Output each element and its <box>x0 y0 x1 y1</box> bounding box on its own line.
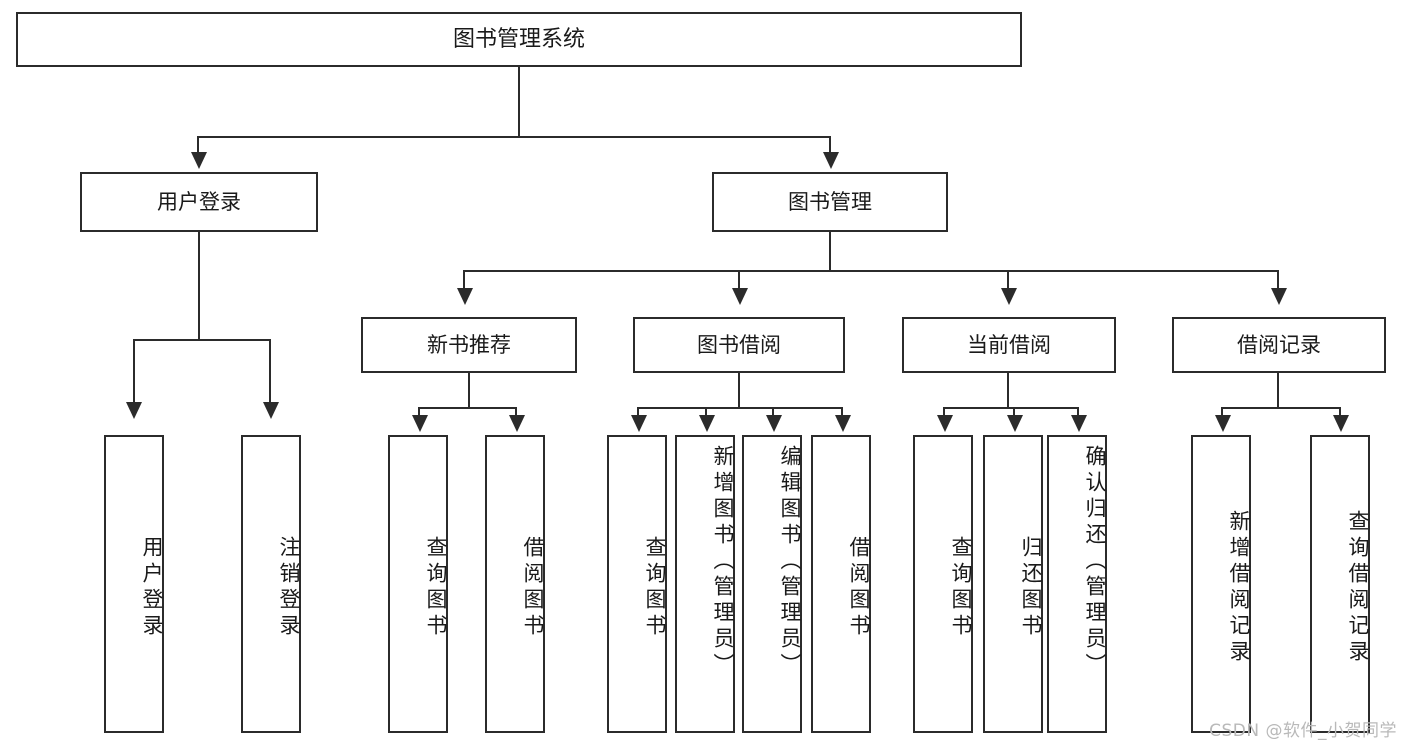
node-label: 用户登录 <box>140 536 164 640</box>
node-label: 查询图书 <box>643 536 667 640</box>
arrow-to-borrow-record <box>1271 288 1287 305</box>
node-label: 借阅记录 <box>1237 332 1321 357</box>
node-label: 用户登录 <box>157 189 241 214</box>
leaf-return-book: 归还图书 <box>983 435 1043 733</box>
node-label: 新增图书（管理员） <box>711 445 735 679</box>
node-user-login: 用户登录 <box>80 172 318 232</box>
leaf-borrow-book-2: 借阅图书 <box>811 435 871 733</box>
connector-root-drop-left <box>197 136 199 154</box>
connector-cb-drop-3 <box>1077 407 1079 417</box>
connector-br-drop-2 <box>1339 407 1341 417</box>
node-label: 当前借阅 <box>967 332 1051 357</box>
leaf-confirm-return: 确认归还（管理员） <box>1047 435 1107 733</box>
node-book-management: 图书管理 <box>712 172 948 232</box>
connector-root-bus <box>197 136 831 138</box>
node-root-system: 图书管理系统 <box>16 12 1022 67</box>
connector-bm-drop-2 <box>738 270 740 290</box>
arrow-to-new-book-recommend <box>457 288 473 305</box>
arrow-to-leaf-confirm-return <box>1071 415 1087 432</box>
connector-root-stem <box>518 67 520 137</box>
leaf-edit-book: 编辑图书（管理员） <box>742 435 802 733</box>
node-label: 新增借阅记录 <box>1227 510 1251 666</box>
connector-br-bus <box>1221 407 1341 409</box>
leaf-add-record: 新增借阅记录 <box>1191 435 1251 733</box>
arrow-to-leaf-query-book-3 <box>937 415 953 432</box>
leaf-borrow-book-1: 借阅图书 <box>485 435 545 733</box>
connector-cb-drop-2 <box>1013 407 1015 417</box>
connector-user-login-drop-1 <box>133 339 135 404</box>
node-label: 注销登录 <box>277 536 301 640</box>
connector-nbr-stem <box>468 373 470 408</box>
node-label: 图书借阅 <box>697 332 781 357</box>
connector-nbr-drop-1 <box>418 407 420 417</box>
connector-bb-drop-2 <box>705 407 707 417</box>
connector-bm-drop-4 <box>1277 270 1279 290</box>
node-label: 归还图书 <box>1019 536 1043 640</box>
node-label: 新书推荐 <box>427 332 511 357</box>
node-label: 查询图书 <box>949 536 973 640</box>
connector-nbr-bus <box>418 407 517 409</box>
connector-nbr-drop-2 <box>515 407 517 417</box>
arrow-to-leaf-edit-book <box>766 415 782 432</box>
arrow-to-leaf-query-book-1 <box>412 415 428 432</box>
arrow-to-leaf-add-book <box>699 415 715 432</box>
node-new-book-recommend: 新书推荐 <box>361 317 577 373</box>
connector-bb-stem <box>738 373 740 408</box>
csdn-watermark: CSDN @软件_小贺同学 <box>1209 721 1397 741</box>
connector-user-login-bus <box>133 339 270 341</box>
connector-bb-bus <box>637 407 843 409</box>
node-label: 图书管理系统 <box>452 26 585 52</box>
arrow-to-leaf-add-record <box>1215 415 1231 432</box>
arrow-to-leaf-user-login <box>126 402 142 419</box>
leaf-query-book-2: 查询图书 <box>607 435 667 733</box>
connector-bm-drop-1 <box>463 270 465 290</box>
connector-bb-drop-1 <box>637 407 639 417</box>
arrow-to-leaf-query-record <box>1333 415 1349 432</box>
connector-root-drop-right <box>829 136 831 154</box>
leaf-add-book: 新增图书（管理员） <box>675 435 735 733</box>
leaf-user-login: 用户登录 <box>104 435 164 733</box>
connector-bb-drop-3 <box>772 407 774 417</box>
arrow-to-leaf-query-book-2 <box>631 415 647 432</box>
leaf-logout-login: 注销登录 <box>241 435 301 733</box>
connector-bb-drop-4 <box>841 407 843 417</box>
node-label: 确认归还（管理员） <box>1083 445 1107 679</box>
arrow-to-leaf-logout-login <box>263 402 279 419</box>
connector-cb-drop-1 <box>943 407 945 417</box>
node-label: 查询借阅记录 <box>1346 510 1370 666</box>
node-label: 编辑图书（管理员） <box>778 445 802 679</box>
arrow-to-leaf-return-book <box>1007 415 1023 432</box>
connector-user-login-stem <box>198 232 200 340</box>
arrow-to-user-login <box>191 152 207 169</box>
node-current-borrow: 当前借阅 <box>902 317 1116 373</box>
arrow-to-book-borrow <box>732 288 748 305</box>
connector-book-management-stem <box>829 232 831 271</box>
leaf-query-book-1: 查询图书 <box>388 435 448 733</box>
arrow-to-current-borrow <box>1001 288 1017 305</box>
node-label: 图书管理 <box>788 189 872 214</box>
connector-br-stem <box>1277 373 1279 408</box>
node-label: 查询图书 <box>424 536 448 640</box>
node-book-borrow: 图书借阅 <box>633 317 845 373</box>
connector-cb-bus <box>943 407 1077 409</box>
connector-book-management-bus <box>463 270 1279 272</box>
arrow-to-leaf-borrow-book-1 <box>509 415 525 432</box>
connector-cb-stem <box>1007 373 1009 408</box>
arrow-to-book-management <box>823 152 839 169</box>
node-borrow-record: 借阅记录 <box>1172 317 1386 373</box>
node-label: 借阅图书 <box>847 536 871 640</box>
arrow-to-leaf-borrow-book-2 <box>835 415 851 432</box>
leaf-query-record: 查询借阅记录 <box>1310 435 1370 733</box>
connector-br-drop-1 <box>1221 407 1223 417</box>
leaf-query-book-3: 查询图书 <box>913 435 973 733</box>
connector-user-login-drop-2 <box>269 339 271 404</box>
node-label: 借阅图书 <box>521 536 545 640</box>
connector-bm-drop-3 <box>1007 270 1009 290</box>
